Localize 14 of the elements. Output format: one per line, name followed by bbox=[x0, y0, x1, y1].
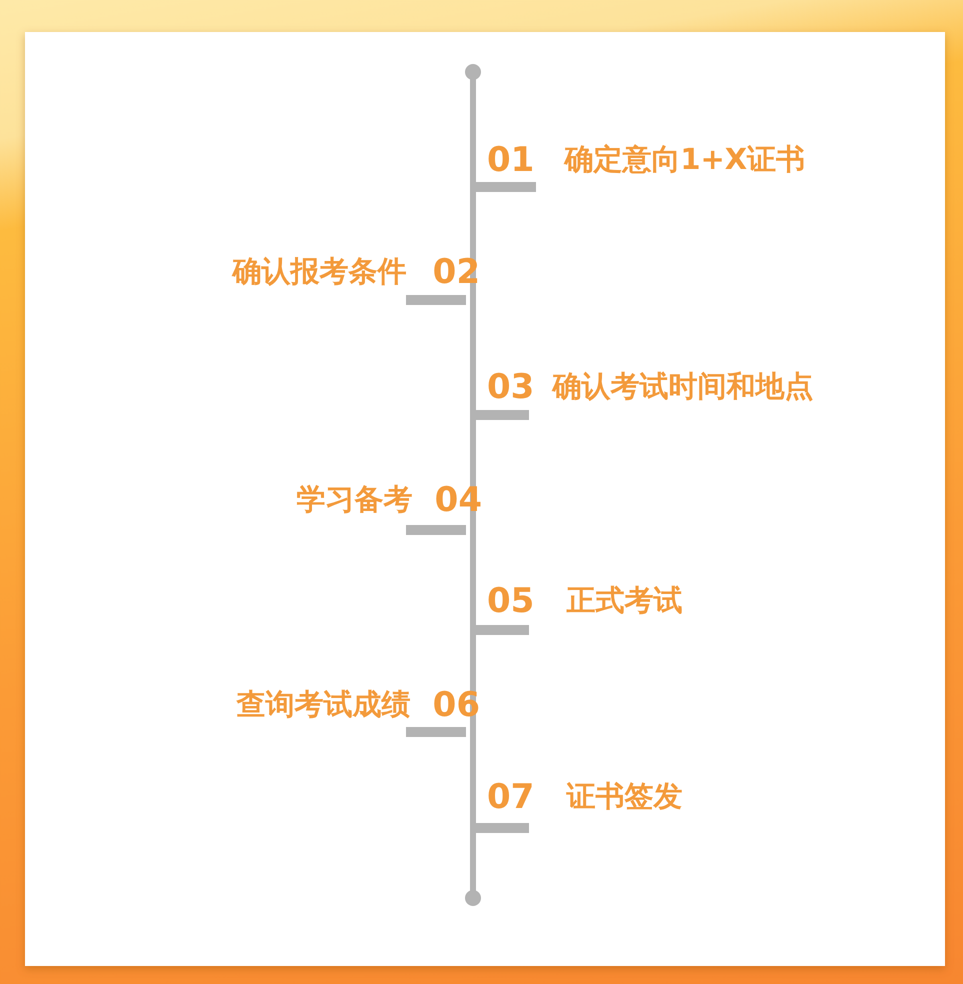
step-label: 确定意向1+X证书 bbox=[564, 144, 806, 176]
step-label: 证书签发 bbox=[566, 781, 682, 813]
step-label: 确认报考条件 bbox=[232, 256, 407, 288]
step-number: 07 bbox=[487, 780, 534, 814]
step-number: 05 bbox=[487, 584, 534, 618]
step-number: 02 bbox=[432, 255, 480, 289]
step-label: 查询考试成绩 bbox=[236, 689, 411, 721]
step-number: 04 bbox=[434, 483, 482, 517]
step-number: 01 bbox=[487, 143, 534, 177]
step-number: 06 bbox=[432, 688, 480, 722]
step-number: 03 bbox=[487, 370, 534, 404]
step-label: 确认考试时间和地点 bbox=[552, 371, 814, 403]
step-label: 学习备考 bbox=[296, 484, 413, 516]
step-label: 正式考试 bbox=[566, 585, 682, 617]
